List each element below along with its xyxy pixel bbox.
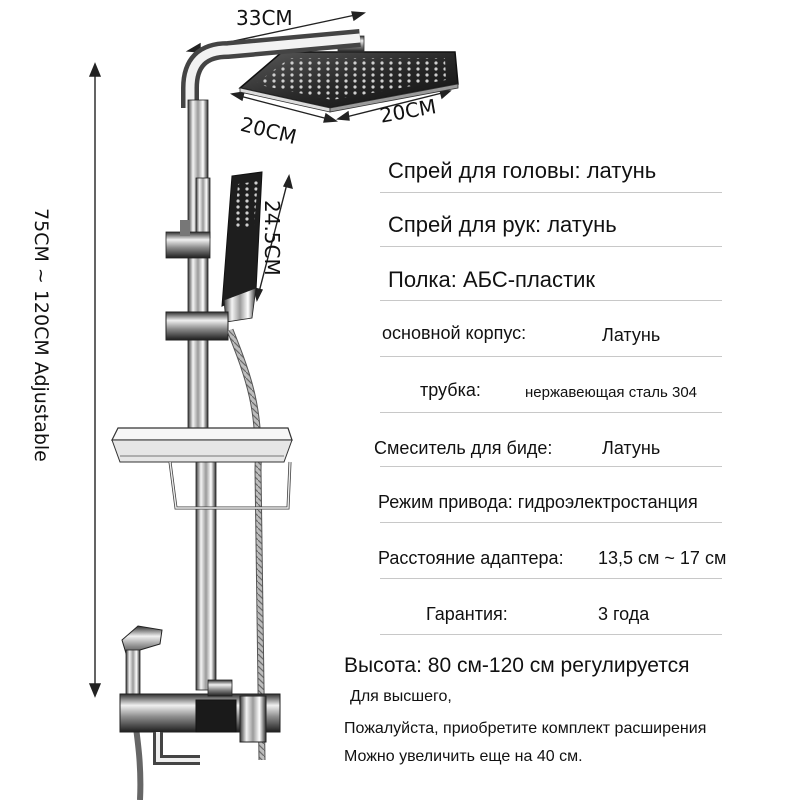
divider	[380, 466, 722, 467]
spec-head-spray: Спрей для головы: латунь	[388, 158, 657, 183]
spec-tube-label: трубка:	[420, 380, 481, 400]
divider	[380, 634, 722, 635]
note-height: Высота: 80 см-120 см регулируется	[344, 654, 690, 677]
spec-body-value: Латунь	[602, 325, 661, 345]
spec-bidet-label: Смеситель для биде:	[374, 438, 553, 458]
spec-adapter-label: Расстояние адаптера:	[378, 548, 564, 568]
hand-shower	[221, 171, 263, 323]
spec-warranty-label: Гарантия:	[426, 604, 508, 624]
spec-adapter-value: 13,5 см ~ 17 см	[598, 548, 727, 568]
shelf	[111, 427, 293, 510]
dim-handheld-length: 24.5CM	[260, 200, 284, 276]
spec-body-label: основной корпус:	[382, 323, 527, 343]
spec-hand-spray: Спрей для рук: латунь	[388, 212, 617, 237]
divider	[380, 578, 722, 579]
mixer-valve	[119, 679, 281, 765]
dim-top-width: 33CM	[236, 6, 293, 30]
spec-shelf: Полка: АБС-пластик	[388, 267, 596, 292]
divider	[380, 356, 722, 357]
divider	[380, 412, 722, 413]
spec-tube-value: нержавеющая сталь 304	[525, 384, 698, 401]
rain-shower-head	[238, 35, 459, 113]
dimension-arrows	[88, 11, 452, 698]
spec-drive-mode: Режим привода: гидроэлектростанция	[378, 492, 698, 512]
divider	[380, 300, 722, 301]
spec-warranty-value: 3 года	[598, 604, 650, 624]
dim-height-range: 75CM ~ 120CM Adjustable	[30, 208, 52, 462]
divider	[380, 522, 722, 523]
divider	[380, 192, 722, 193]
note-line-2: Пожалуйста, приобретите комплект расшире…	[344, 720, 707, 737]
note-line-3: Можно увеличить еще на 40 см.	[344, 748, 583, 765]
note-line-1: Для высшего,	[350, 688, 452, 705]
divider	[380, 246, 722, 247]
spec-bidet-value: Латунь	[602, 438, 661, 458]
